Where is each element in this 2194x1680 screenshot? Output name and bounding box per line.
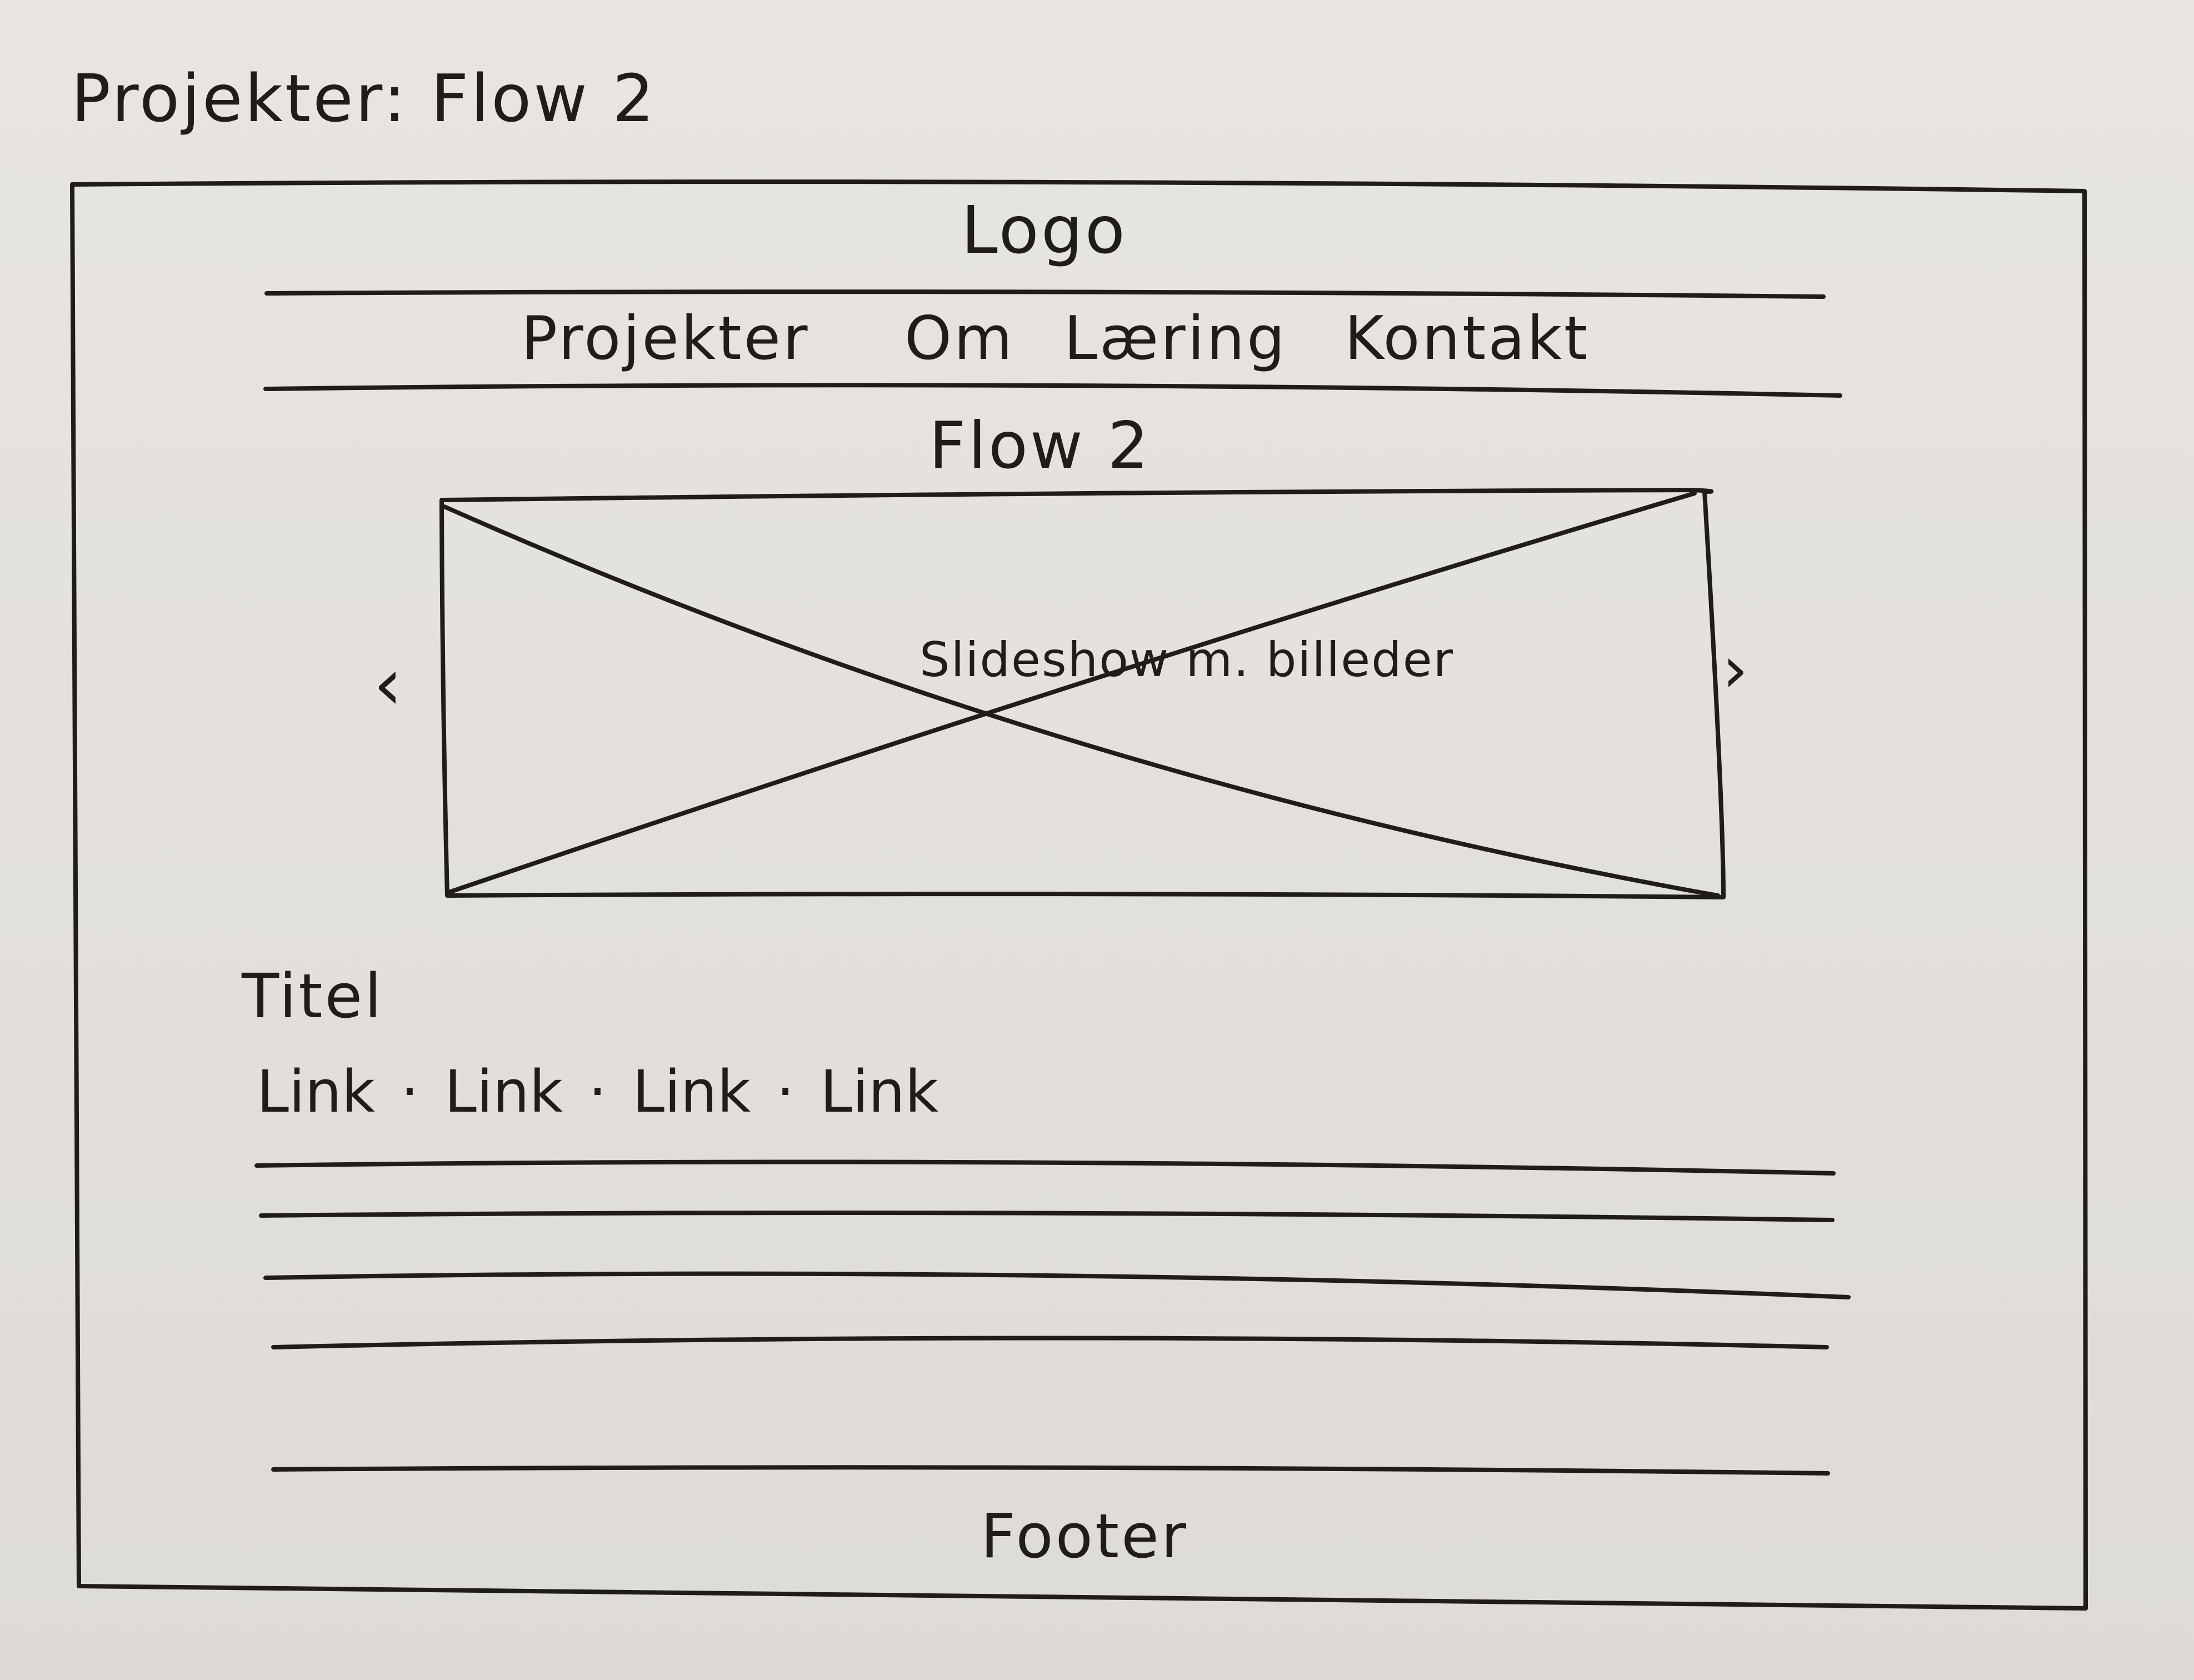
link-row: Link · Link · Link · Link xyxy=(257,1058,938,1126)
link-item[interactable]: Link xyxy=(820,1058,939,1126)
slideshow-cross-b xyxy=(447,491,1697,894)
nav-item-laering[interactable]: Læring xyxy=(1064,304,1287,373)
chevron-right-icon[interactable]: › xyxy=(1722,632,1751,707)
link-item[interactable]: Link xyxy=(257,1058,375,1126)
chevron-left-icon[interactable]: ‹ xyxy=(373,642,404,726)
nav-divider xyxy=(263,383,1842,398)
logo[interactable]: Logo xyxy=(961,192,1127,268)
link-separator: · xyxy=(776,1058,795,1126)
footer-divider xyxy=(271,1465,1830,1476)
slideshow-label: Slideshow m. billeder xyxy=(919,632,1454,688)
slideshow-placeholder xyxy=(439,488,1726,899)
nav-item-kontakt[interactable]: Kontakt xyxy=(1345,304,1590,373)
text-line xyxy=(271,1336,1829,1349)
header-divider xyxy=(264,289,1826,299)
nav-item-om[interactable]: Om xyxy=(904,304,1015,373)
text-line xyxy=(254,1159,1836,1176)
link-item[interactable]: Link xyxy=(444,1058,563,1126)
nav-item-projekter[interactable]: Projekter xyxy=(521,304,810,373)
footer-label: Footer xyxy=(981,1501,1188,1572)
link-separator: · xyxy=(588,1058,607,1126)
link-item[interactable]: Link xyxy=(632,1058,751,1126)
page-frame xyxy=(70,179,2089,1611)
text-line xyxy=(259,1211,1835,1222)
section-title: Titel xyxy=(242,961,384,1032)
slideshow-cross-a xyxy=(442,504,1720,898)
link-separator: · xyxy=(400,1058,419,1126)
page-heading: Flow 2 xyxy=(929,408,1151,483)
text-line xyxy=(263,1271,1851,1299)
sheet-title: Projekter: Flow 2 xyxy=(71,60,657,137)
